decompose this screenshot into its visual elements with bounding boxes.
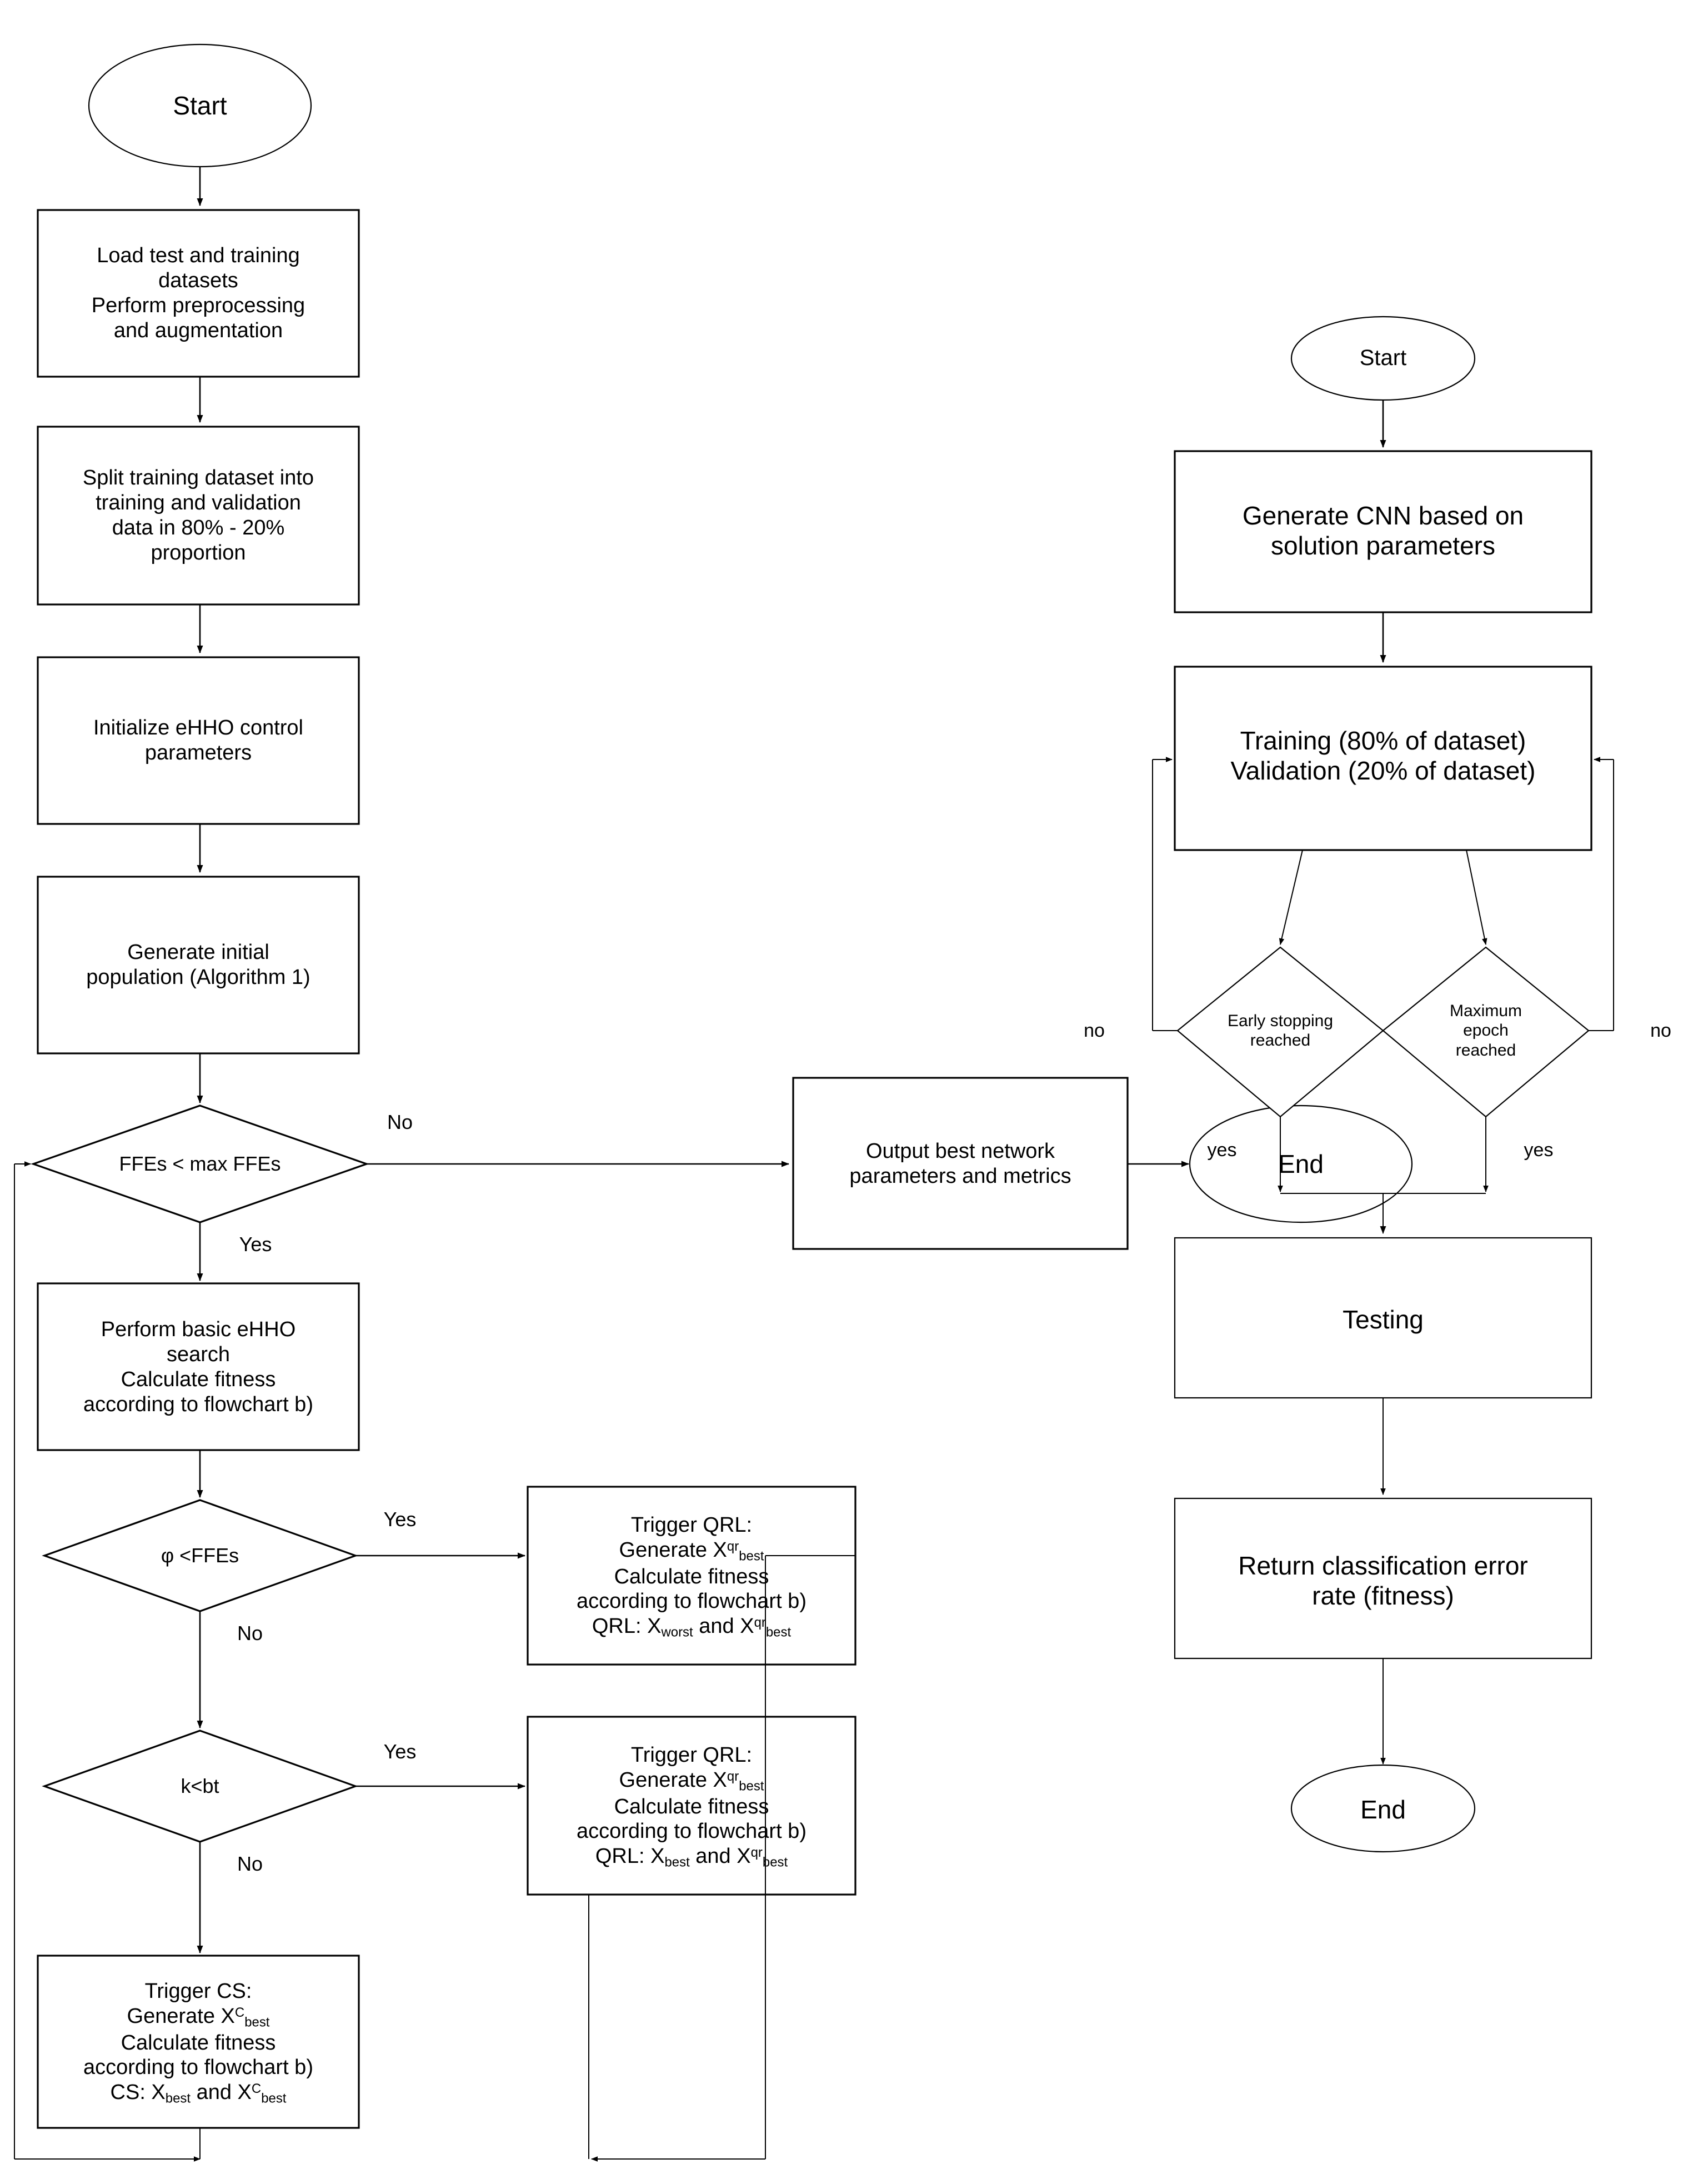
node-training-validation [1174,666,1592,851]
node-split-data [37,426,360,606]
node-testing [1174,1237,1592,1399]
node-start-a [88,43,312,168]
node-decision-kbt [42,1730,358,1843]
node-output-best [792,1077,1129,1250]
node-basic-ehho [37,1282,360,1451]
node-decision-phi [42,1499,358,1612]
node-end-a [1189,1105,1413,1223]
node-init-ehho [37,656,360,825]
node-load-data [37,209,360,378]
node-qrl-best [527,1716,856,1896]
node-return-error [1174,1497,1592,1660]
node-decision-ffes [31,1105,369,1223]
node-qrl-worst [527,1486,856,1666]
node-generate-cnn [1174,450,1592,613]
node-decision-early-stopping [1176,946,1384,1118]
node-end-b [1290,1764,1476,1853]
node-start-b [1290,316,1476,401]
node-decision-max-epoch [1382,946,1590,1118]
node-trigger-cs [37,1955,360,2129]
node-generate-population [37,876,360,1054]
